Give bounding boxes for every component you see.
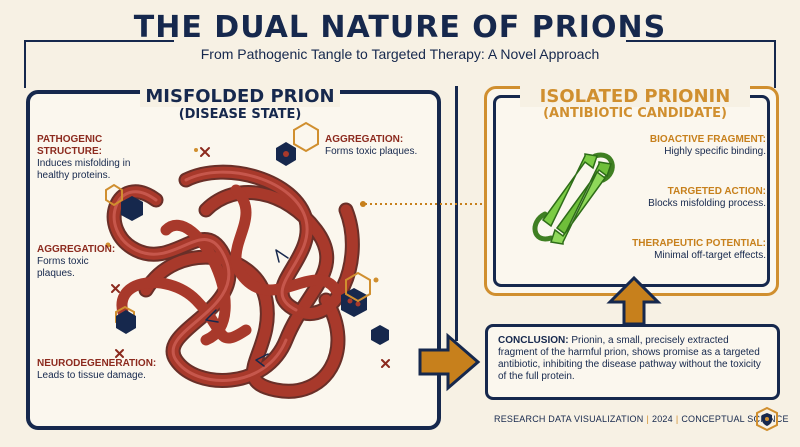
hexagon-icon	[105, 121, 389, 345]
label-text: Induces misfolding in healthy proteins.	[37, 158, 131, 181]
beta-sheet-fragment-icon	[532, 152, 615, 245]
header-frame-line-left-vertical	[24, 40, 26, 88]
footer-part2: 2024	[651, 414, 673, 424]
label-aggregation-left: AGGREGATION: Forms toxic plaques.	[37, 244, 116, 280]
header-frame-line-right-vertical	[774, 40, 776, 88]
misfolded-prion-subtitle: (DISEASE STATE)	[178, 107, 302, 122]
arrow-up-icon	[606, 275, 662, 326]
label-heading: AGGREGATION:	[37, 244, 116, 255]
label-bioactive-fragment: BIOACTIVE FRAGMENT: Highly specific bind…	[636, 134, 766, 158]
label-text: Forms toxic plaques.	[37, 256, 89, 279]
label-heading: NEURODEGENERATION:	[37, 358, 157, 369]
label-neurodegeneration: NEURODEGENERATION: Leads to tissue damag…	[37, 358, 177, 382]
arrow-right-icon	[418, 332, 481, 392]
footer-part3: CONCEPTUAL SCIENCE	[681, 414, 789, 424]
misfolded-prion-title: MISFOLDED PRION	[140, 86, 340, 107]
label-therapeutic-potential: THERAPEUTIC POTENTIAL: Minimal off-targe…	[618, 238, 766, 262]
header-frame-line-right	[626, 40, 776, 42]
conclusion-box: CONCLUSION: Prionin, a small, precisely …	[485, 324, 780, 400]
label-heading: TARGETED ACTION:	[667, 186, 766, 197]
label-text: Minimal off-target effects.	[654, 250, 766, 261]
label-text: Forms toxic plaques.	[325, 146, 418, 157]
page-subtitle: From Pathogenic Tangle to Targeted Thera…	[200, 46, 600, 62]
label-targeted-action: TARGETED ACTION: Blocks misfolding proce…	[626, 186, 766, 210]
shield-logo-icon	[756, 406, 778, 432]
label-text: Leads to tissue damage.	[37, 370, 146, 381]
label-heading: THERAPEUTIC POTENTIAL:	[632, 238, 766, 249]
conclusion-heading: CONCLUSION:	[498, 335, 569, 346]
page-title: THE DUAL NATURE OF PRIONS	[133, 10, 667, 45]
footer-separator: |	[646, 414, 649, 424]
label-text: Highly specific binding.	[664, 146, 766, 157]
isolated-prionin-subtitle: (ANTIBIOTIC CANDIDATE)	[543, 106, 727, 121]
label-heading: AGGREGATION:	[325, 134, 404, 145]
isolated-prionin-title: ISOLATED PRIONIN	[520, 86, 750, 107]
footer-credit: RESEARCH DATA VISUALIZATION|2024|CONCEPT…	[494, 414, 789, 424]
conclusion-text: Prionin, a small, precisely extracted fr…	[498, 335, 761, 382]
footer-separator: |	[675, 414, 679, 424]
label-text: Blocks misfolding process.	[648, 198, 766, 209]
x-mark-icon	[111, 147, 390, 368]
label-heading: BIOACTIVE FRAGMENT:	[649, 134, 766, 145]
footer-part1: RESEARCH DATA VISUALIZATION	[494, 414, 644, 424]
label-heading: PATHOGENIC STRUCTURE:	[37, 134, 103, 157]
divider-line	[455, 86, 458, 341]
header-frame-line-left	[24, 40, 174, 42]
label-aggregation-right: AGGREGATION: Forms toxic plaques.	[325, 134, 435, 158]
label-pathogenic-structure: PATHOGENIC STRUCTURE: Induces misfolding…	[37, 134, 162, 182]
prion-tangle-icon	[105, 121, 390, 399]
